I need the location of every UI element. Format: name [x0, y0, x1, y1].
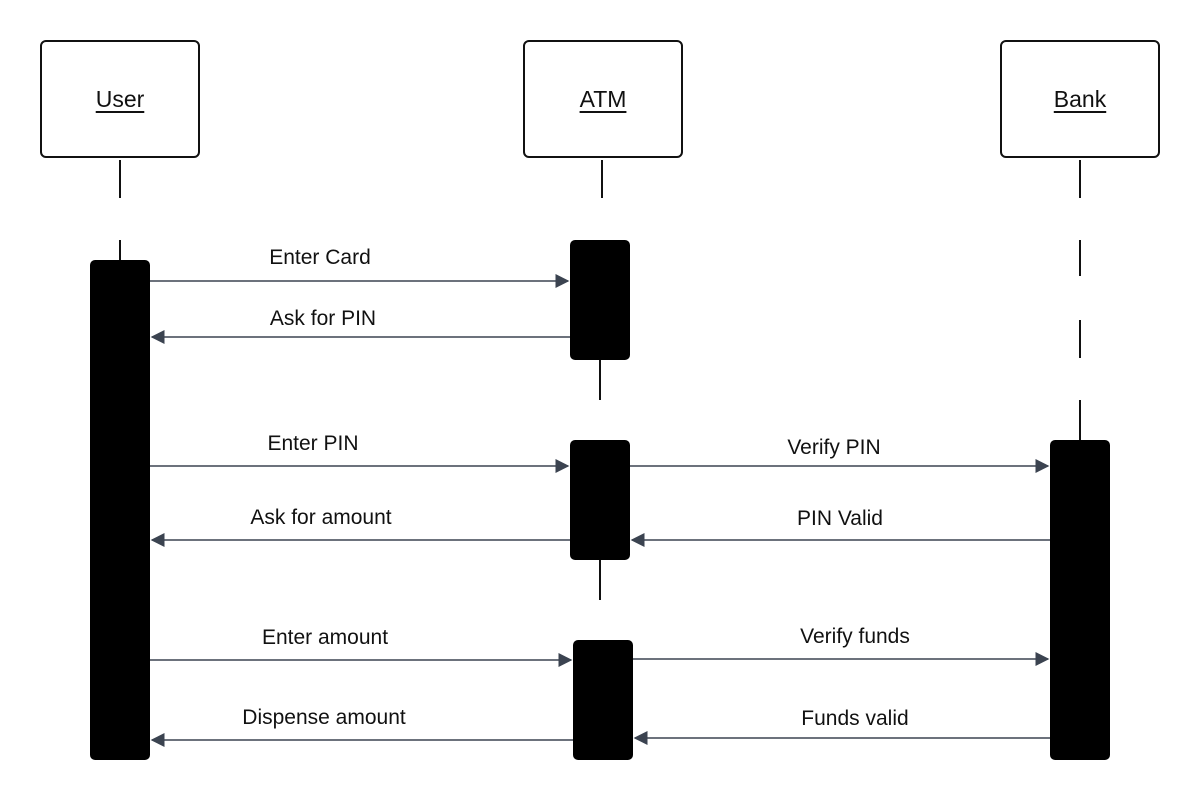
message-label: PIN Valid	[797, 507, 883, 530]
actor-label: User	[95, 85, 145, 112]
actor-label: Bank	[1053, 85, 1107, 112]
atm-activation-bar	[573, 640, 633, 760]
atm-activation-bar	[570, 440, 630, 560]
message-label: Enter PIN	[267, 432, 359, 455]
message-label: Ask for amount	[250, 506, 392, 529]
actor-box-user: User	[40, 40, 200, 158]
actor-box-bank: Bank	[1000, 40, 1160, 158]
message-label: Enter amount	[261, 626, 389, 649]
message-label: Enter Card	[269, 246, 371, 269]
actor-label: ATM	[579, 85, 627, 112]
message-label: Verify PIN	[787, 436, 881, 459]
bank-activation-bar	[1050, 440, 1110, 760]
atm-activation-bar	[570, 240, 630, 360]
message-label: Ask for PIN	[269, 307, 377, 330]
actor-box-atm: ATM	[523, 40, 683, 158]
user-activation-bar	[90, 260, 150, 760]
message-label: Verify funds	[800, 625, 910, 648]
message-label: Dispense amount	[242, 706, 406, 729]
message-label: Funds valid	[801, 707, 909, 730]
